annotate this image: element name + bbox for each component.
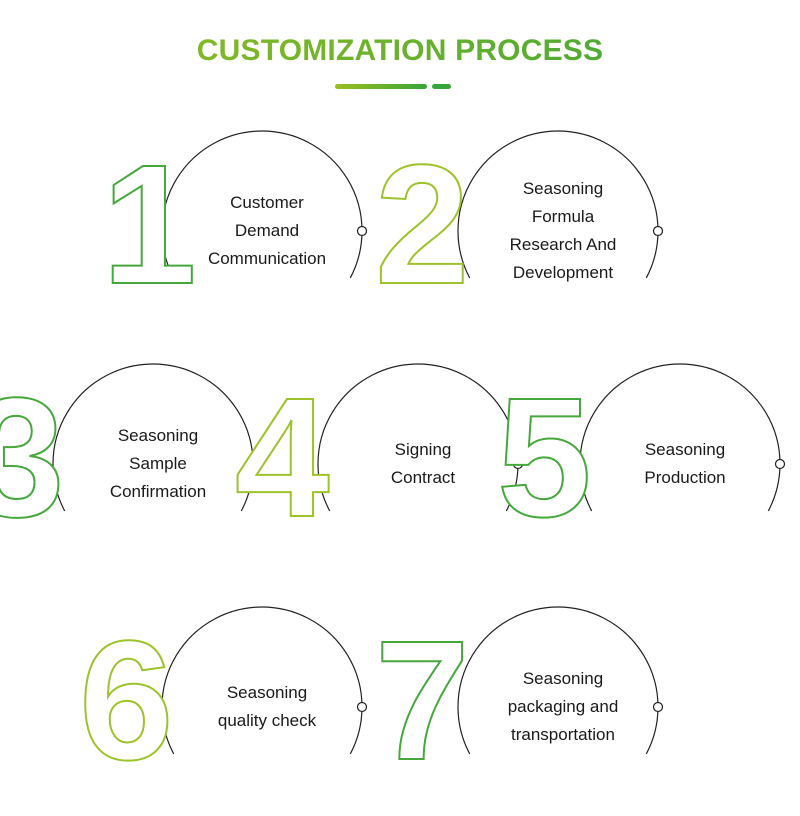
step-ring bbox=[161, 606, 368, 755]
step-connector-dot bbox=[512, 458, 524, 470]
step-label-line: Demand bbox=[234, 221, 300, 240]
step-label-line: Seasoning bbox=[522, 669, 604, 688]
step-ring-arc bbox=[161, 130, 363, 279]
step-connector-dot bbox=[356, 701, 368, 713]
step-label-line: Seasoning bbox=[522, 179, 604, 198]
step-ring bbox=[317, 363, 524, 512]
step-number: 4 bbox=[234, 363, 331, 553]
step-number: 5 bbox=[496, 363, 593, 553]
step-number: 2 bbox=[374, 130, 471, 320]
step-ring-arc bbox=[457, 130, 659, 279]
step-ring bbox=[457, 606, 664, 755]
title-underline-dot bbox=[432, 84, 451, 89]
step-label-line: Contract bbox=[390, 468, 456, 487]
step-label-line: Seasoning bbox=[644, 440, 726, 459]
process-step-5: 5 Seasoning Production bbox=[496, 363, 786, 565]
step-ring bbox=[161, 130, 368, 279]
process-step-1: 1 Customer Demand Communication bbox=[101, 130, 368, 332]
step-label-line: quality check bbox=[217, 711, 317, 730]
step-ring bbox=[457, 130, 664, 279]
step-ring-arc bbox=[579, 363, 781, 512]
step-label-line: transportation bbox=[511, 725, 615, 744]
step-label-line: Seasoning bbox=[117, 426, 199, 445]
process-step-6: 6 Seasoning quality check bbox=[78, 606, 368, 808]
step-label-line: Communication bbox=[207, 249, 327, 268]
step-label: Seasoning Formula Research And Developme… bbox=[493, 175, 633, 287]
step-ring bbox=[579, 363, 786, 512]
step-connector-dot bbox=[652, 701, 664, 713]
process-step-2: 2 Seasoning Formula Research And Develop… bbox=[374, 130, 664, 332]
step-label: Seasoning quality check bbox=[197, 679, 337, 735]
title-underline bbox=[335, 84, 427, 89]
step-ring-arc bbox=[52, 363, 254, 512]
process-step-7: 7 Seasoning packaging and transportation bbox=[374, 606, 664, 808]
step-label: Seasoning Sample Confirmation bbox=[88, 422, 228, 506]
step-ring-arc bbox=[317, 363, 519, 512]
step-label-line: Customer bbox=[230, 193, 304, 212]
step-connector-dot bbox=[774, 458, 786, 470]
page-title: CUSTOMIZATION PROCESS bbox=[0, 34, 800, 68]
step-label: Customer Demand Communication bbox=[197, 189, 337, 273]
step-label-line: Sample bbox=[129, 454, 187, 473]
step-ring-arc bbox=[161, 606, 363, 755]
process-step-3: 3 Seasoning Sample Confirmation bbox=[0, 363, 259, 565]
step-connector-dot bbox=[247, 458, 259, 470]
step-label: Seasoning packaging and transportation bbox=[493, 665, 633, 749]
step-number: 3 bbox=[0, 363, 66, 553]
step-label-line: Production bbox=[644, 468, 726, 487]
step-ring bbox=[52, 363, 259, 512]
step-label-line: Confirmation bbox=[109, 482, 207, 501]
step-label-line: Research And bbox=[509, 235, 617, 254]
step-number: 1 bbox=[101, 130, 198, 320]
step-label-line: Seasoning bbox=[226, 683, 308, 702]
step-label-line: Formula bbox=[531, 207, 595, 226]
step-label: Signing Contract bbox=[353, 436, 493, 492]
step-ring-arc bbox=[457, 606, 659, 755]
step-label: Seasoning Production bbox=[615, 436, 755, 492]
step-number: 7 bbox=[374, 606, 471, 796]
step-connector-dot bbox=[652, 225, 664, 237]
step-connector-dot bbox=[356, 225, 368, 237]
step-label-line: Signing bbox=[394, 440, 452, 459]
step-label-line: packaging and bbox=[507, 697, 619, 716]
process-step-4: 4 Signing Contract bbox=[234, 363, 524, 565]
step-number: 6 bbox=[78, 606, 175, 796]
step-label-line: Development bbox=[512, 263, 614, 282]
